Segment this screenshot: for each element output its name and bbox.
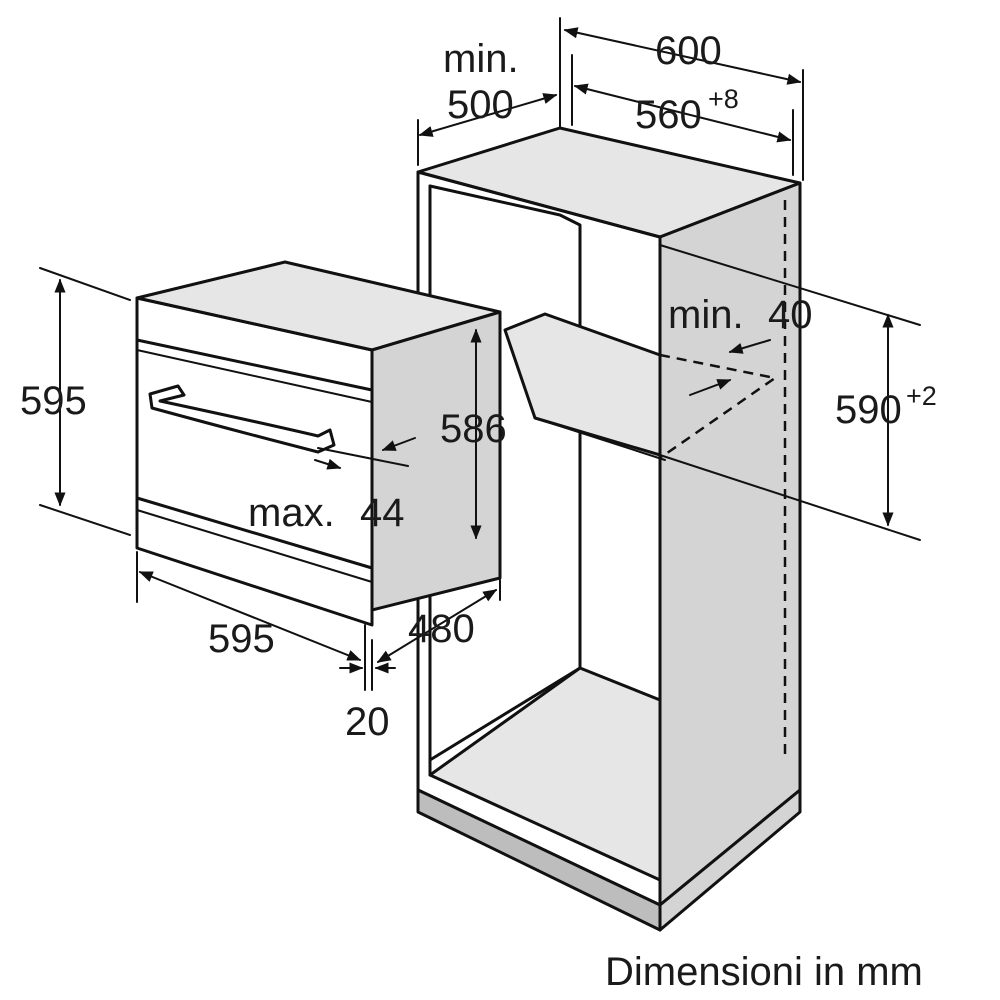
cabinet xyxy=(416,126,802,932)
oven xyxy=(135,260,502,627)
cabinet-back-corner xyxy=(428,666,582,762)
dimension-labels: min. 500 600 560 +8 min. 40 590 +2 595 5… xyxy=(20,29,937,994)
label-handle-prefix: max. xyxy=(248,491,335,535)
label-front-thickness: 20 xyxy=(345,700,390,744)
label-cabinet-width: 600 xyxy=(655,29,722,73)
dim-arrow-cabinet-width xyxy=(563,27,802,85)
cabinet-back-panel xyxy=(428,184,582,670)
cabinet-bottom-floor xyxy=(428,666,662,882)
cabinet-plinth-side xyxy=(658,788,802,932)
label-appliance-height: 595 xyxy=(20,379,87,423)
oven-door-bottom xyxy=(135,496,374,570)
oven-front-face xyxy=(135,296,374,627)
label-handle-depth: 44 xyxy=(360,491,405,535)
dim-arrow-appliance-depth xyxy=(376,589,498,663)
label-ventilation: 40 xyxy=(768,293,813,337)
dim-arrow-niche-width xyxy=(573,83,792,143)
oven-panel-line xyxy=(136,349,373,403)
dimension-lines xyxy=(39,17,921,691)
label-niche-width: 560 xyxy=(635,93,702,137)
label-body-height: 586 xyxy=(440,407,507,451)
label-cabinet-depth: 500 xyxy=(447,83,514,127)
diagram-caption: Dimensioni in mm xyxy=(605,950,923,994)
label-niche-width-tolerance: +8 xyxy=(708,84,739,114)
dim-arrow-ventilation xyxy=(728,339,771,354)
dim-arrow-appliance-width xyxy=(138,571,362,661)
label-appliance-depth: 480 xyxy=(408,607,475,651)
dim-arrow-depth xyxy=(418,93,558,137)
label-ventilation-prefix: min. xyxy=(668,293,744,337)
label-cabinet-depth-prefix: min. xyxy=(443,37,519,81)
label-niche-height: 590 xyxy=(835,388,902,432)
shelf-hidden-edge xyxy=(659,353,779,460)
oven-side-face xyxy=(370,310,502,612)
cabinet-side-face xyxy=(658,181,802,907)
oven-door-bottom-2 xyxy=(136,509,373,583)
oven-handle xyxy=(148,384,336,454)
niche-shelf xyxy=(503,312,662,457)
label-appliance-width: 595 xyxy=(208,617,275,661)
oven-control-panel xyxy=(135,338,374,392)
label-niche-height-tolerance: +2 xyxy=(906,381,937,411)
